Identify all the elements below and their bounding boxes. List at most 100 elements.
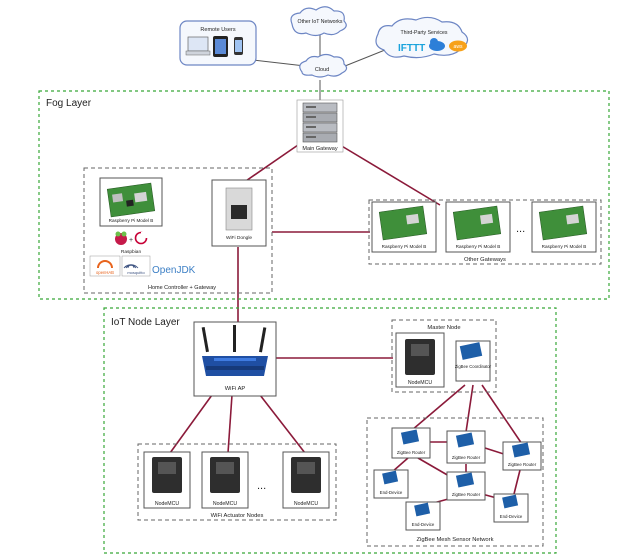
master-node-group xyxy=(391,319,497,393)
raspberry-pi-board-icon xyxy=(378,205,428,241)
fog-layer-title: Fog Layer xyxy=(46,98,92,109)
edge-coord-router2 xyxy=(465,384,474,433)
rpi-gateway-2: Raspberry Pi Model B xyxy=(445,201,511,253)
third-party-label: Third-Party Services xyxy=(401,30,448,36)
cloud-center-label: Cloud xyxy=(315,67,329,73)
wifi-ap: WiFi AP xyxy=(193,321,277,397)
nodemcu-board-icon xyxy=(291,457,321,493)
actuator-nodemcu-2: NodeMCU xyxy=(201,451,249,509)
rpi-home-controller: Raspberry Pi Model B xyxy=(99,177,163,227)
zigbee-router-2-label: ZigBee Router xyxy=(452,455,481,460)
xbee-module-icon xyxy=(455,432,475,448)
other-iot-cloud-shape xyxy=(290,6,347,37)
zigbee-router-4-label: ZigBee Router xyxy=(452,492,481,497)
main-gateway: Main Gateway xyxy=(296,99,344,153)
nodemcu-board-icon xyxy=(405,339,435,375)
third-party-services-group: Third-Party Services IFTTT aws xyxy=(375,16,469,59)
edge-coord-router1 xyxy=(411,384,466,431)
openjdk-logo: OpenJDK xyxy=(152,265,196,276)
nodemcu-board-icon xyxy=(152,457,182,493)
raspberry-logo-icon xyxy=(115,231,127,245)
tablet-icon xyxy=(213,36,228,57)
actuator-nodemcu-3: NodeMCU xyxy=(282,451,330,509)
iot-layer-title: IoT Node Layer xyxy=(111,317,180,328)
actuator-nodes-label: WiFi Actuator Nodes xyxy=(211,513,264,519)
master-nodemcu-label: NodeMCU xyxy=(408,380,432,386)
actuator-ellipsis: ... xyxy=(257,480,266,492)
connections xyxy=(169,30,523,506)
actuator-nodemcu-2-label: NodeMCU xyxy=(213,501,237,507)
debian-swirl-icon xyxy=(134,231,148,245)
plus-sign: + xyxy=(129,237,133,244)
zigbee-router-3-label: ZigBee Router xyxy=(508,462,537,467)
xbee-module-icon xyxy=(502,494,519,509)
raspbian-label: Raspbian xyxy=(121,249,142,255)
end-device-2: End-Device xyxy=(405,501,441,531)
openhab-logo: openHAB xyxy=(89,255,121,277)
master-nodemcu: NodeMCU xyxy=(395,332,445,388)
zigbee-coordinator: ZigBee Coordinator xyxy=(455,340,492,382)
zigbee-router-1: ZigBee Router xyxy=(391,427,431,459)
azure-cloud-icon xyxy=(429,38,445,51)
svg-text:aws: aws xyxy=(454,44,463,50)
server-rack-icon xyxy=(302,102,338,143)
zigbee-router-4: ZigBee Router xyxy=(446,471,486,501)
zigbee-coordinator-label: ZigBee Coordinator xyxy=(455,364,492,369)
main-gateway-label: Main Gateway xyxy=(302,146,337,152)
remote-users-label: Remote Users xyxy=(200,27,235,33)
rpi-gateway-3-label: Raspberry Pi Model B xyxy=(542,244,587,249)
home-controller-group xyxy=(83,167,273,294)
ifttt-logo: IFTTT xyxy=(398,43,425,54)
end-device-1-label: End-Device xyxy=(380,490,403,495)
rpi-gateway-2-label: Raspberry Pi Model B xyxy=(456,244,501,249)
raspberry-pi-board-icon xyxy=(106,182,156,218)
xbee-module-icon xyxy=(382,470,399,485)
wifi-dongle-label: WiFi Dongle xyxy=(226,235,252,241)
zigbee-router-2: ZigBee Router xyxy=(446,430,486,464)
edge-wifiap-actuator1 xyxy=(169,394,213,454)
actuator-nodemcu-1-label: NodeMCU xyxy=(155,501,179,507)
end-device-3-label: End-Device xyxy=(500,514,523,519)
edge-router3-end3 xyxy=(513,469,521,495)
end-device-3: End-Device xyxy=(493,493,529,523)
edge-gateway-wifidongle xyxy=(239,144,299,186)
remote-users-group: Remote Users xyxy=(179,20,257,66)
aws-logo: aws xyxy=(449,40,467,52)
actuator-nodemcu-3-label: NodeMCU xyxy=(294,501,318,507)
rpi-gateway-1: Raspberry Pi Model B xyxy=(371,201,437,253)
other-iot-networks-group: Other IoT Networks xyxy=(290,6,347,37)
desktop-icon xyxy=(185,36,211,56)
end-device-1: End-Device xyxy=(373,469,409,499)
end-device-2-box xyxy=(405,501,441,531)
other-gateways-label: Other Gateways xyxy=(464,257,506,263)
xbee-module-icon xyxy=(511,442,531,458)
master-node-label: Master Node xyxy=(427,325,460,331)
xbee-module-icon xyxy=(459,342,483,360)
rpi-gateway-3: Raspberry Pi Model B xyxy=(531,201,597,253)
svg-text:mosquitto: mosquitto xyxy=(127,270,145,275)
rpi-home-label: Raspberry Pi Model B xyxy=(109,218,154,223)
edge-coord-router3 xyxy=(481,384,523,445)
actuator-nodemcu-1: NodeMCU xyxy=(143,451,191,509)
cloud-center: Cloud xyxy=(299,53,348,78)
zigbee-router-3: ZigBee Router xyxy=(502,441,542,471)
raspberry-pi-board-icon xyxy=(452,205,502,241)
phone-icon xyxy=(234,37,243,55)
home-controller-label: Home Controller + Gateway xyxy=(148,285,216,291)
edge-wifiap-actuator3 xyxy=(259,394,306,454)
usb-dongle-icon xyxy=(225,187,253,231)
other-gateways-group xyxy=(368,199,602,265)
raspbian-stack: + Raspbian xyxy=(115,231,148,255)
third-party-cloud-shape xyxy=(375,16,469,59)
edge-wifiap-actuator2 xyxy=(227,394,233,454)
wifi-router-icon xyxy=(201,325,268,376)
edge-thirdparty-cloud xyxy=(344,49,386,67)
cloud-center-shape xyxy=(299,53,348,78)
xbee-module-icon xyxy=(400,429,420,445)
wifi-ap-label: WiFi AP xyxy=(225,386,246,392)
xbee-module-icon xyxy=(414,502,431,517)
gateways-ellipsis: ... xyxy=(516,223,525,235)
wifi-dongle: WiFi Dongle xyxy=(211,179,267,247)
xbee-module-icon xyxy=(455,472,475,488)
